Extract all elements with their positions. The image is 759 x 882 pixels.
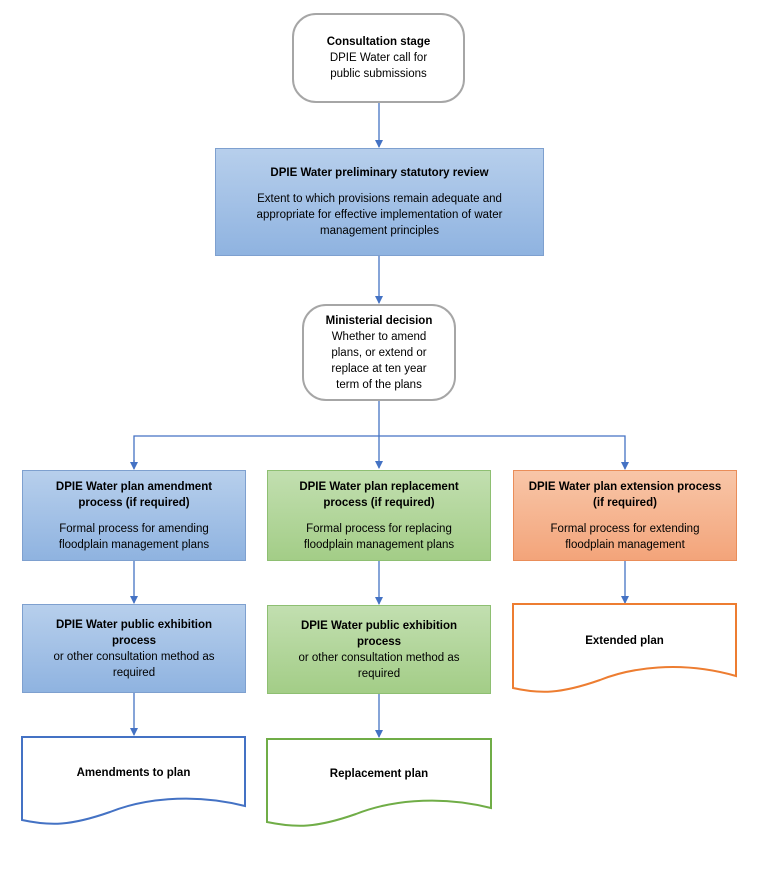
branch-line xyxy=(133,435,626,468)
replacement-line-1: Formal process for replacing xyxy=(306,522,452,535)
ministerial-decision-node: Ministerial decision Whether to amend pl… xyxy=(302,304,456,401)
decision-title: Ministerial decision xyxy=(325,314,433,327)
doc-shape-replacement xyxy=(266,738,492,827)
amendment-line-1: Formal process for amending xyxy=(59,522,209,535)
exhibition-mid-line-1: or other consultation method as xyxy=(298,651,460,664)
amendment-title-1: DPIE Water plan amendment xyxy=(55,480,213,493)
review-line-1: Extent to which provisions remain adequa… xyxy=(257,193,502,205)
public-exhibition-left-node: DPIE Water public exhibition process or … xyxy=(22,604,246,693)
extension-line-2: floodplain management xyxy=(565,538,685,551)
extension-line-1: Formal process for extending xyxy=(550,522,700,535)
review-line-3: management principles xyxy=(320,225,439,237)
decision-line-4: term of the plans xyxy=(336,378,422,391)
exhibition-mid-line-2: required xyxy=(357,667,401,680)
extension-title-2: (if required) xyxy=(593,496,657,509)
consultation-line-1: DPIE Water call for xyxy=(329,52,428,64)
extended-plan-label: Extended plan xyxy=(585,635,664,647)
amendment-process-node: DPIE Water plan amendment process (if re… xyxy=(22,470,246,561)
doc-shape-extended xyxy=(512,603,737,693)
amendments-to-plan-label: Amendments to plan xyxy=(76,767,191,779)
exhibition-mid-title-2: process xyxy=(356,635,402,648)
exhibition-left-line-1: or other consultation method as xyxy=(53,650,215,663)
replacement-process-node: DPIE Water plan replacement process (if … xyxy=(267,470,491,561)
consultation-stage-node: Consultation stage DPIE Water call for p… xyxy=(292,13,465,103)
replacement-line-2: floodplain management plans xyxy=(303,538,455,551)
amendment-line-2: floodplain management plans xyxy=(58,538,210,551)
extension-title-1: DPIE Water plan extension process xyxy=(528,480,722,493)
extension-process-node: DPIE Water plan extension process (if re… xyxy=(513,470,737,561)
decision-line-2: plans, or extend or xyxy=(331,346,427,359)
exhibition-left-line-2: required xyxy=(112,666,156,679)
replacement-plan-label: Replacement plan xyxy=(329,768,429,780)
review-title: DPIE Water preliminary statutory review xyxy=(270,167,489,179)
exhibition-left-title-2: process xyxy=(111,634,157,647)
decision-line-1: Whether to amend xyxy=(331,330,427,343)
statutory-review-node: DPIE Water preliminary statutory review … xyxy=(215,148,544,256)
doc-shape-amendments xyxy=(21,736,246,825)
public-exhibition-mid-node: DPIE Water public exhibition process or … xyxy=(267,605,491,694)
decision-line-3: replace at ten year xyxy=(331,362,427,375)
amendment-title-2: process (if required) xyxy=(78,496,190,509)
exhibition-mid-title-1: DPIE Water public exhibition xyxy=(300,619,458,632)
replacement-title-2: process (if required) xyxy=(323,496,435,509)
replacement-title-1: DPIE Water plan replacement xyxy=(299,480,459,493)
consultation-line-2: public submissions xyxy=(330,68,427,80)
review-line-2: appropriate for effective implementation… xyxy=(256,209,503,221)
consultation-title: Consultation stage xyxy=(326,36,431,48)
exhibition-left-title-1: DPIE Water public exhibition xyxy=(55,618,213,631)
